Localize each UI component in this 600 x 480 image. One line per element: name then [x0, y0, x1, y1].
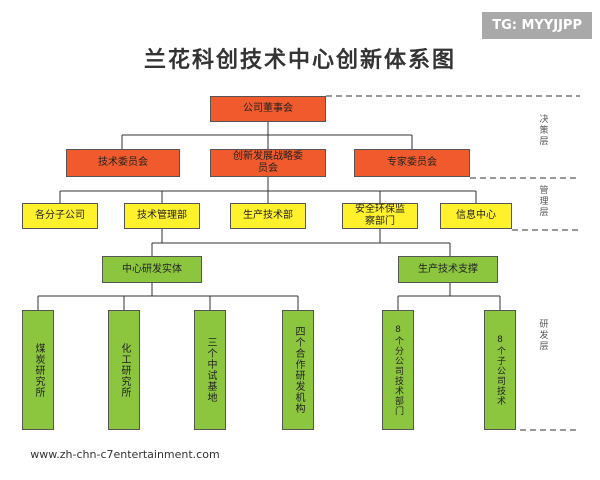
watermark-url: www.zh-chn-c7entertainment.com — [12, 440, 238, 470]
safety-env-box: 安全环保监察部门 — [342, 203, 418, 229]
layer-label-decision: 决策层 — [539, 115, 549, 147]
tech-management-box: 技术管理部 — [124, 203, 200, 229]
channel-tag: TG: MYYJJPP — [482, 12, 592, 39]
production-support-box: 生产技术支撑 — [398, 256, 498, 283]
layer-label-rnd: 研发层 — [539, 320, 549, 352]
safety-env-label: 安全环保监察部门 — [355, 204, 405, 227]
production-tech-box: 生产技术部 — [230, 203, 306, 229]
coal-institute-box: 煤炭研究所 — [22, 310, 54, 430]
subsidiaries-box: 各分子公司 — [22, 203, 98, 229]
diagram-title: 兰花科创技术中心创新体系图 — [143, 47, 456, 73]
board-box: 公司董事会 — [210, 96, 326, 122]
rnd-center-label: 中心研发实体 — [122, 263, 182, 275]
production-support-label: 生产技术支撑 — [418, 263, 478, 275]
coal-institute-label: 煤炭研究所 — [33, 342, 44, 398]
tech-management-label: 技术管理部 — [137, 210, 187, 221]
joint-institutions-box: 四个合作研发机构 — [282, 310, 314, 430]
innovation-committee-label: 创新发展战略委员会 — [233, 151, 303, 174]
sub-tech-depts-box: 8个分公司技术部门 — [382, 310, 414, 430]
layer-label-management: 管理层 — [539, 186, 549, 218]
expert-committee-label: 专家委员会 — [387, 157, 437, 168]
rnd-center-box: 中心研发实体 — [102, 256, 202, 283]
sub-tech-groups-box: 8个子公司技术 — [484, 310, 516, 430]
info-center-label: 信息中心 — [456, 210, 496, 221]
sub-tech-depts-label: 8个分公司技术部门 — [393, 324, 403, 416]
tech-committee-label: 技术委员会 — [98, 157, 148, 168]
tech-committee-box: 技术委员会 — [66, 149, 180, 177]
joint-institutions-label: 四个合作研发机构 — [293, 326, 304, 414]
board-label: 公司董事会 — [243, 103, 293, 114]
expert-committee-box: 专家委员会 — [354, 149, 470, 177]
sub-tech-groups-label: 8个子公司技术 — [495, 334, 505, 406]
chem-institute-label: 化工研究所 — [119, 342, 130, 398]
innovation-committee-box: 创新发展战略委员会 — [210, 149, 326, 177]
pilot-bases-label: 三个中试基地 — [205, 337, 216, 403]
info-center-box: 信息中心 — [440, 203, 512, 229]
subsidiaries-label: 各分子公司 — [35, 210, 85, 221]
production-tech-label: 生产技术部 — [243, 210, 293, 221]
pilot-bases-box: 三个中试基地 — [194, 310, 226, 430]
chem-institute-box: 化工研究所 — [108, 310, 140, 430]
